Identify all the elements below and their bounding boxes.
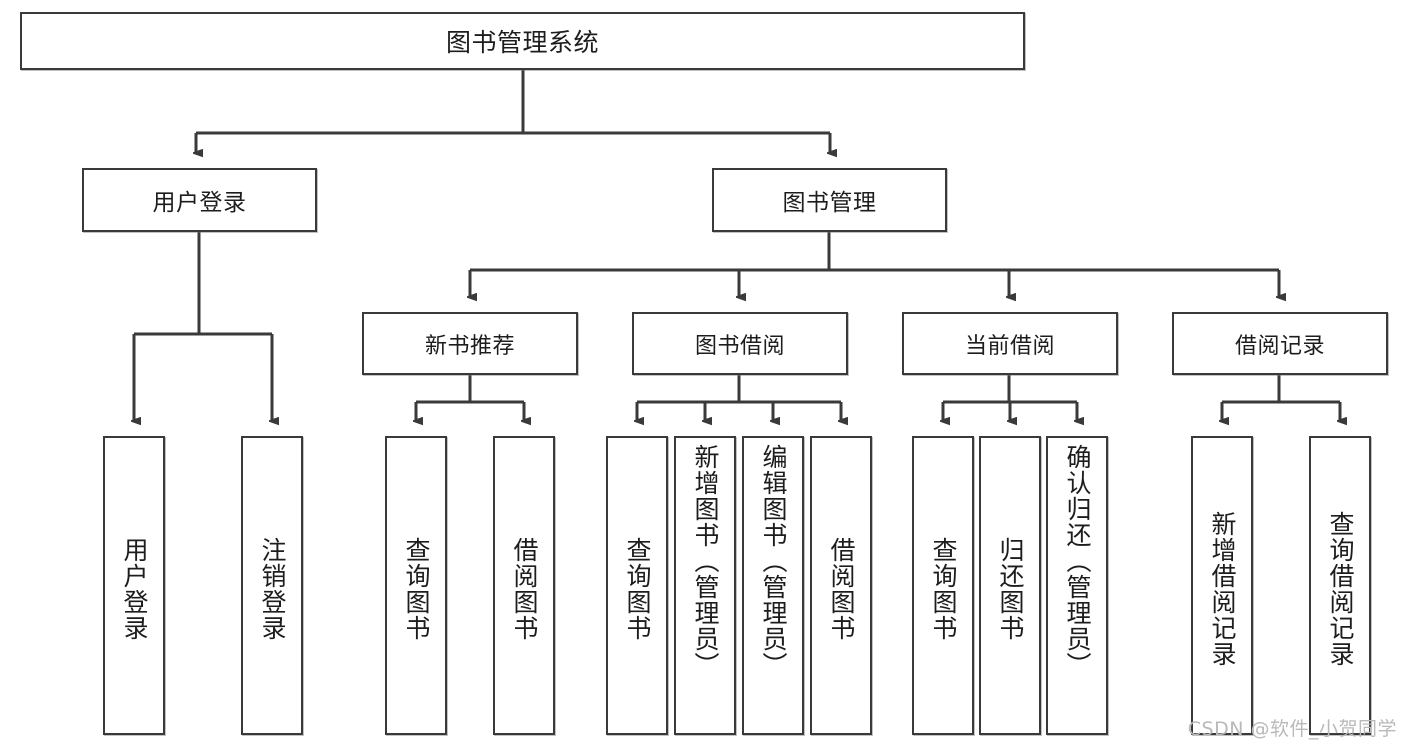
leaf-edit-book-label: 编辑图书（管理员） — [759, 444, 788, 678]
node-new-book-rec[interactable]: 新书推荐 — [362, 312, 578, 375]
leaf-logout[interactable]: 注销登录 — [241, 436, 303, 735]
leaf-query-book-3-label: 查询图书 — [929, 536, 958, 641]
node-book-manage-label: 图书管理 — [782, 190, 877, 216]
leaf-return-book[interactable]: 归还图书 — [979, 436, 1041, 735]
leaf-confirm-return-label: 确认归还（管理员） — [1063, 444, 1092, 678]
node-borrow-record-label: 借阅记录 — [1234, 333, 1325, 359]
leaf-user-login-label: 用户登录 — [120, 536, 149, 641]
leaf-borrow-book-1[interactable]: 借阅图书 — [493, 436, 555, 735]
leaf-add-book[interactable]: 新增图书（管理员） — [674, 436, 736, 735]
node-user-login-label: 用户登录 — [152, 190, 247, 216]
node-book-manage[interactable]: 图书管理 — [712, 168, 947, 232]
node-book-borrow-label: 图书借阅 — [694, 333, 785, 359]
leaf-add-record-label: 新增借阅记录 — [1208, 510, 1237, 667]
leaf-logout-label: 注销登录 — [258, 536, 287, 641]
node-borrow-record[interactable]: 借阅记录 — [1172, 312, 1388, 375]
leaf-borrow-book-2[interactable]: 借阅图书 — [810, 436, 872, 735]
leaf-edit-book[interactable]: 编辑图书（管理员） — [742, 436, 804, 735]
leaf-user-login[interactable]: 用户登录 — [103, 436, 165, 735]
leaf-query-record[interactable]: 查询借阅记录 — [1309, 436, 1371, 735]
leaf-confirm-return[interactable]: 确认归还（管理员） — [1046, 436, 1108, 735]
leaf-borrow-book-1-label: 借阅图书 — [510, 536, 539, 641]
leaf-return-book-label: 归还图书 — [996, 536, 1025, 641]
leaf-query-record-label: 查询借阅记录 — [1326, 510, 1355, 667]
watermark: CSDN @软件_小贺同学 — [1187, 718, 1397, 740]
leaf-query-book-2-label: 查询图书 — [623, 536, 652, 641]
leaf-query-book-1[interactable]: 查询图书 — [385, 436, 447, 735]
leaf-borrow-book-2-label: 借阅图书 — [827, 536, 856, 641]
node-new-book-rec-label: 新书推荐 — [424, 333, 515, 359]
node-root-label: 图书管理系统 — [445, 28, 599, 57]
leaf-add-record[interactable]: 新增借阅记录 — [1191, 436, 1253, 735]
node-user-login[interactable]: 用户登录 — [82, 168, 317, 232]
node-current-borrow-label: 当前借阅 — [964, 333, 1055, 359]
node-book-borrow[interactable]: 图书借阅 — [632, 312, 848, 375]
leaf-query-book-1-label: 查询图书 — [402, 536, 431, 641]
leaf-query-book-2[interactable]: 查询图书 — [606, 436, 668, 735]
leaf-add-book-label: 新增图书（管理员） — [691, 444, 720, 678]
node-root[interactable]: 图书管理系统 — [20, 12, 1025, 70]
leaf-query-book-3[interactable]: 查询图书 — [912, 436, 974, 735]
node-current-borrow[interactable]: 当前借阅 — [902, 312, 1118, 375]
